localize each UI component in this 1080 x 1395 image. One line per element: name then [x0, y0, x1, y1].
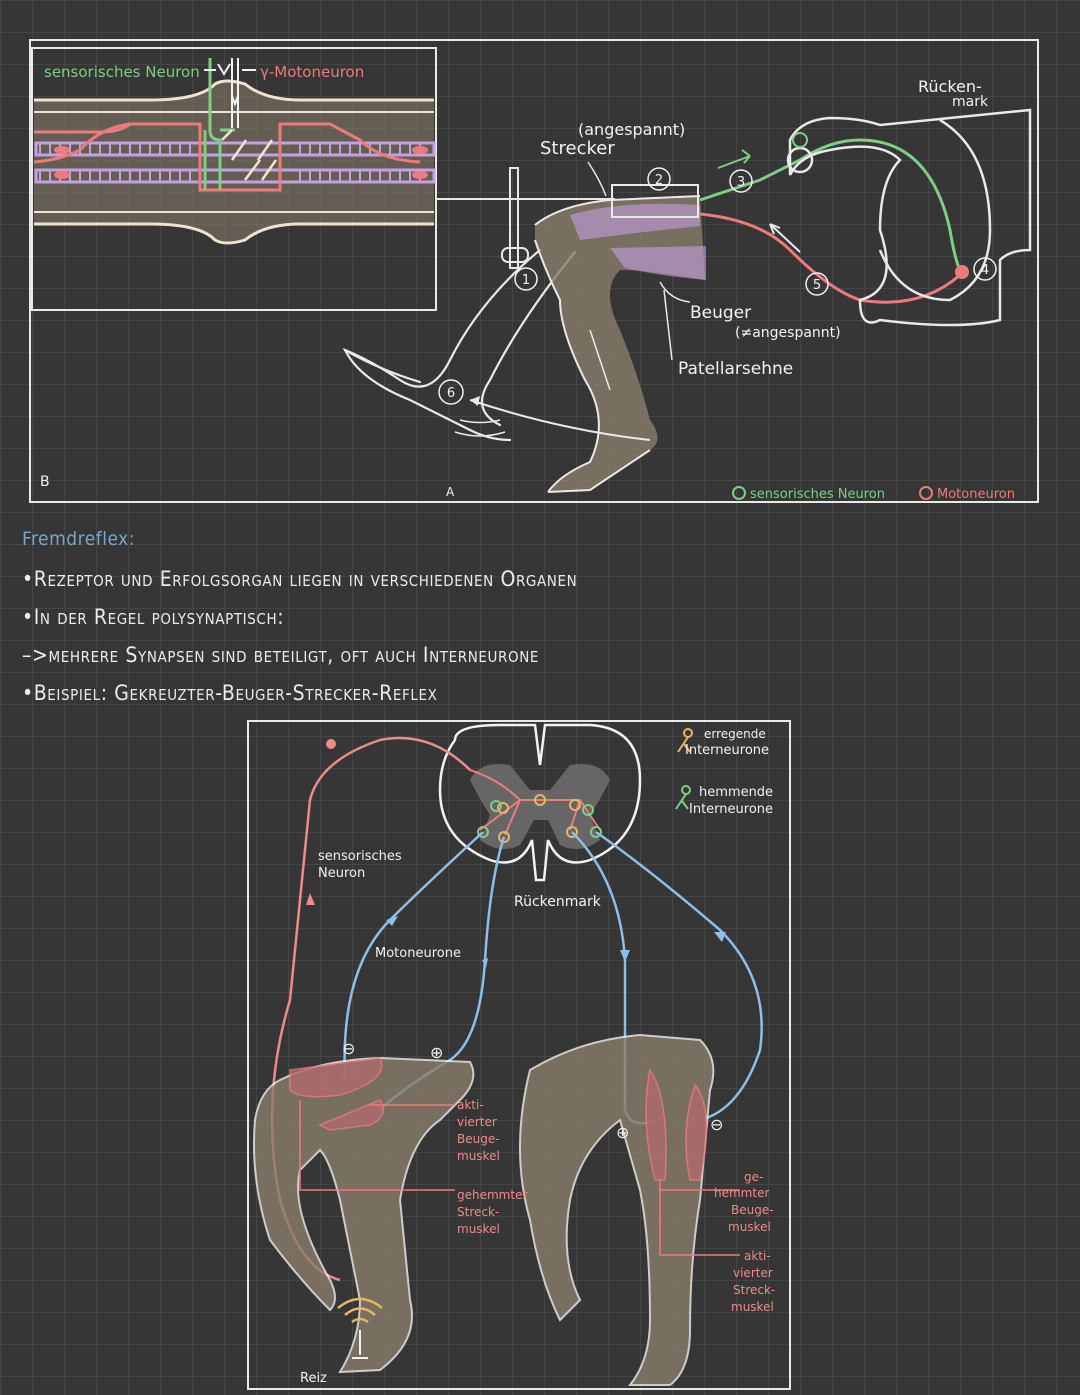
- legend-inhibitory-1: hemmende: [699, 785, 773, 800]
- active-flexor-4: muskel: [457, 1149, 500, 1163]
- legend-excitatory-2: Interneurone: [685, 743, 769, 758]
- notes-block: Fremdreflex: •Rezeptor und Erfolgsorgan …: [22, 528, 722, 712]
- step-1: 1: [522, 273, 530, 288]
- step-6: 6: [447, 386, 455, 401]
- sign-minus-right: ⊖: [710, 1115, 723, 1134]
- muscle-spindle-inset: sensorisches Neuron γ-Motoneuron: [32, 48, 436, 310]
- inhibited-flexor-1: ge-: [744, 1170, 763, 1184]
- top-legend: sensorisches Neuron Motoneuron: [733, 487, 1015, 502]
- active-extensor-1: akti-: [744, 1249, 771, 1263]
- leg-filled: [535, 185, 706, 492]
- step-2: 2: [655, 173, 663, 188]
- sensory-soma-top: [793, 133, 807, 147]
- active-extensor-3: Streck-: [733, 1283, 775, 1297]
- sensory-neuron-label-2: Neuron: [318, 866, 365, 881]
- spinal-cord-label-2: mark: [952, 94, 989, 110]
- legend-excitatory-1: erregende: [704, 727, 766, 741]
- inhibited-flexor-4: muskel: [728, 1220, 771, 1234]
- legend-motor: Motoneuron: [937, 487, 1015, 502]
- notes-title: Fremdreflex:: [22, 528, 722, 550]
- sensory-neuron-label-1: sensorisches: [318, 849, 402, 864]
- flexor-label: Beuger: [690, 303, 751, 323]
- active-flexor-1: akti-: [457, 1098, 484, 1112]
- tensed-label: (angespannt): [578, 120, 685, 139]
- motor-pathway: [700, 214, 960, 302]
- inhibited-extensor-3: muskel: [457, 1222, 500, 1236]
- inhibited-extensor-1: gehemmter: [457, 1188, 527, 1202]
- inhibited-extensor-2: Streck-: [457, 1205, 499, 1219]
- active-flexor-2: vierter: [457, 1115, 497, 1129]
- legend-sensory: sensorisches Neuron: [750, 487, 885, 502]
- legend-inhibitory-2: Interneurone: [689, 802, 773, 817]
- step-5: 5: [813, 278, 821, 293]
- inhibited-flexor-3: Beuge-: [731, 1203, 774, 1217]
- sign-minus-left: ⊖: [342, 1039, 355, 1058]
- notes-line-4: •Beispiel: Gekreuzter-Beuger-Strecker-Re…: [22, 674, 722, 712]
- notes-line-2: •In der Regel polysynaptisch:: [22, 598, 722, 636]
- spinal-cord-label: Rückenmark: [514, 894, 602, 910]
- notes-line-1: •Rezeptor und Erfolgsorgan liegen in ver…: [22, 560, 722, 598]
- inset-gamma-label: γ-Motoneuron: [260, 63, 364, 81]
- sign-plus-left: ⊕: [430, 1043, 443, 1062]
- active-extensor-2: vierter: [733, 1266, 773, 1280]
- motor-soma-top: [955, 265, 969, 279]
- stimulus-label: Reiz: [300, 1371, 327, 1386]
- motoneurons-label: Motoneurone: [375, 946, 461, 961]
- spinal-cord-cross-section: [440, 725, 640, 880]
- extensor-label: Strecker: [540, 138, 615, 159]
- active-flexor-3: Beuge-: [457, 1132, 500, 1146]
- notes-line-3: –>mehrere Synapsen sind beteiligt, oft a…: [22, 636, 722, 674]
- patellar-tendon-label: Patellarsehne: [678, 359, 793, 379]
- step-4: 4: [981, 263, 989, 278]
- not-tensed-label: (≠angespannt): [735, 325, 841, 341]
- inhibited-flexor-2: hemmter: [714, 1186, 769, 1200]
- panel-b-label: B: [40, 474, 50, 490]
- bottom-legend: [676, 729, 692, 809]
- panel-a-label: A: [446, 485, 455, 499]
- reflex-hammer: [502, 168, 528, 268]
- sign-plus-right: ⊕: [616, 1123, 629, 1142]
- active-extensor-4: muskel: [731, 1300, 774, 1314]
- inset-sensory-label: sensorisches Neuron: [44, 63, 200, 81]
- step-3: 3: [737, 175, 745, 190]
- leg-outline: [345, 250, 575, 440]
